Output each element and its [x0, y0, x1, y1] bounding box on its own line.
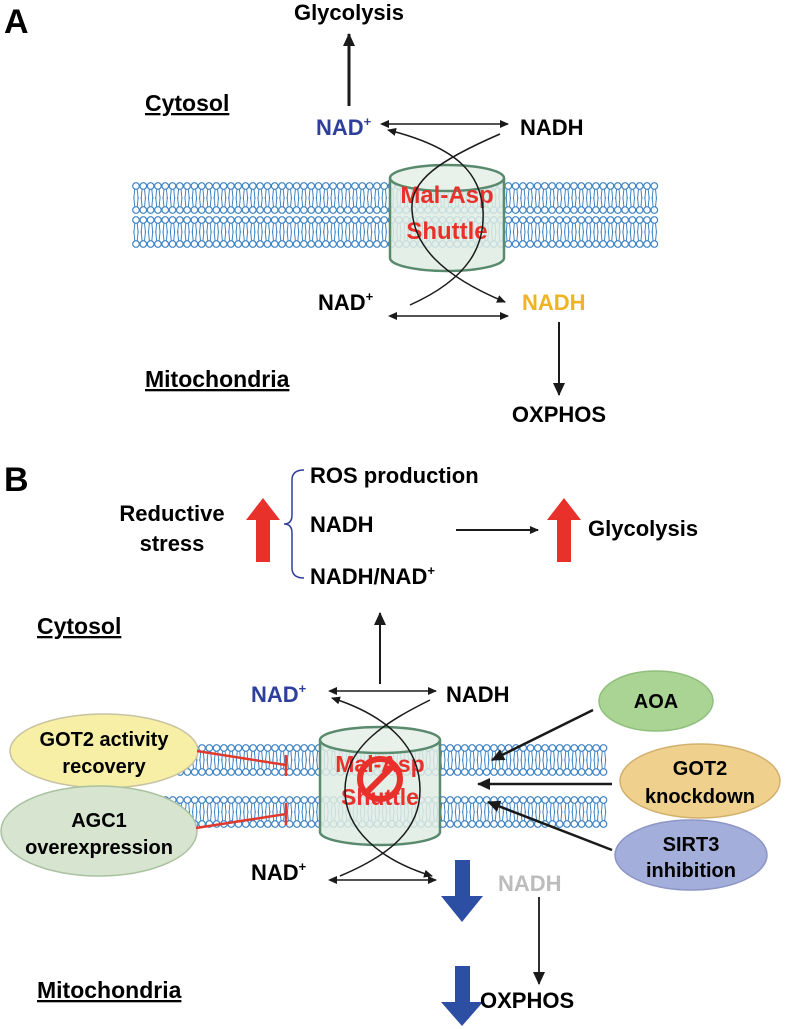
nadh-label: NADH	[520, 115, 584, 140]
got2-knockdown-label-1: GOT2	[673, 758, 727, 780]
red-up-arrow-glycolysis	[547, 498, 581, 562]
mitochondria-label: Mitochondria	[145, 366, 290, 392]
agc1-label-2: overexpression	[25, 837, 173, 859]
nad-plus-label: NAD+	[316, 114, 372, 140]
bracket	[283, 469, 305, 579]
nadh-mito-b-label: NADH	[498, 871, 562, 896]
mitochondria-b-label: Mitochondria	[37, 977, 182, 1003]
cytosol-b-label: Cytosol	[37, 613, 121, 639]
glycolysis-label: Glycolysis	[294, 0, 404, 25]
nad-plus-mito-b-label: NAD+	[251, 859, 307, 885]
shuttle-b-arc-left	[331, 696, 421, 877]
shuttle-arc-left	[387, 128, 484, 306]
nad-plus-b-label: NAD+	[251, 681, 307, 707]
shuttle-arc-right	[411, 133, 506, 303]
got2-recovery-ellipse: GOT2 activity recovery	[9, 713, 199, 789]
blue-down-arrow-nadh	[441, 860, 483, 922]
panel-a: A Glycolysis Cytosol NAD+ NADH NAD+ NADH…	[4, 0, 659, 427]
cytosol-label: Cytosol	[145, 90, 229, 116]
sirt3-label-1: SIRT3	[663, 834, 720, 856]
aoa-arrow	[491, 708, 594, 762]
red-up-arrow-stress	[246, 498, 280, 562]
inhibit-line-agc1	[195, 803, 288, 830]
sirt3-arrow	[487, 800, 613, 852]
got2-recovery-label-2: recovery	[62, 756, 146, 778]
got2-knockdown-label-2: knockdown	[645, 786, 755, 808]
nad-plus-mito-label: NAD+	[318, 289, 374, 315]
inhibit-line-got2	[196, 749, 288, 776]
panel-a-label: A	[4, 3, 29, 41]
shuttle-label-2: Shuttle	[406, 218, 487, 245]
ros-label: ROS production	[310, 463, 479, 488]
oxphos-b-label: OXPHOS	[480, 988, 574, 1013]
ratio-label: NADH/NAD+	[310, 563, 435, 589]
mal-asp-shuttle-b: Mal-Asp Shuttle	[318, 725, 442, 847]
panel-b: B ROS production NADH NADH/NAD+ Reductiv…	[0, 461, 781, 1026]
stress-label: stress	[140, 531, 205, 556]
panel-b-label: B	[4, 461, 29, 499]
sirt3-ellipse: SIRT3 inhibition	[614, 819, 768, 891]
blue-down-arrow-oxphos	[441, 966, 483, 1026]
nadh-increase-label: NADH	[310, 512, 374, 537]
aoa-ellipse: AOA	[598, 670, 714, 732]
aoa-label: AOA	[634, 691, 678, 713]
sirt3-label-2: inhibition	[646, 860, 736, 882]
agc1-label-1: AGC1	[71, 810, 127, 832]
nadh-mito-label: NADH	[522, 290, 586, 315]
mal-asp-shuttle: Mal-Asp Shuttle	[388, 163, 506, 273]
glycolysis-b-label: Glycolysis	[588, 516, 698, 541]
oxphos-label: OXPHOS	[512, 402, 606, 427]
shuttle-b-arc-right	[344, 699, 433, 878]
prohibited-icon	[357, 756, 403, 802]
agc1-ellipse: AGC1 overexpression	[0, 785, 198, 877]
got2-knockdown-ellipse: GOT2 knockdown	[619, 743, 781, 819]
reductive-label: Reductive	[119, 501, 224, 526]
got2-recovery-label-1: GOT2 activity	[40, 729, 170, 751]
nadh-b-label: NADH	[446, 682, 510, 707]
